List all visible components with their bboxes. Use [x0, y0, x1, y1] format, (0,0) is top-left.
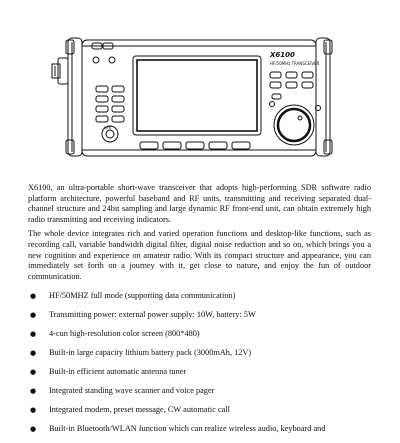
knob-label: MFK — [104, 126, 112, 130]
paragraph-features: The whole device integrates rich and var… — [28, 229, 371, 281]
transceiver-illustration: X6100 HF/50MHz TRANSCEIVER MFK — [51, 37, 333, 157]
feature-list: ●HF/50MHZ full mode (supporting data com… — [28, 291, 371, 443]
device-model-label: X6100 — [269, 51, 295, 59]
bullet-icon: ● — [30, 330, 37, 338]
list-item: ●Integrated modem, preset message, CW au… — [30, 405, 230, 414]
bullet-icon: ● — [30, 406, 37, 414]
list-item: ●Built-in efficient automatic antenna tu… — [30, 367, 187, 376]
description: X6100, an ultra-portable short-wave tran… — [28, 183, 371, 286]
list-item: ●Built-in large capacity lithium battery… — [30, 348, 252, 357]
device-subtitle-label: HF/50MHz TRANSCEIVER — [270, 61, 320, 66]
bullet-icon: ● — [30, 292, 37, 300]
bullet-icon: ● — [30, 368, 37, 376]
list-item: ●Built-in Bluetooth/WLAN function which … — [30, 424, 326, 433]
bullet-icon: ● — [30, 425, 37, 433]
bullet-icon: ● — [30, 311, 37, 319]
bullet-icon: ● — [30, 387, 37, 395]
paragraph-intro: X6100, an ultra-portable short-wave tran… — [28, 183, 371, 224]
list-item: ●Integrated standing wave scanner and vo… — [30, 386, 215, 395]
list-item: ●4-cun high-resolution color screen (800… — [30, 329, 200, 338]
bullet-icon: ● — [30, 349, 37, 357]
list-item: ●HF/50MHZ full mode (supporting data com… — [30, 291, 236, 300]
list-item: ●Transmitting power: external power supp… — [30, 310, 256, 319]
